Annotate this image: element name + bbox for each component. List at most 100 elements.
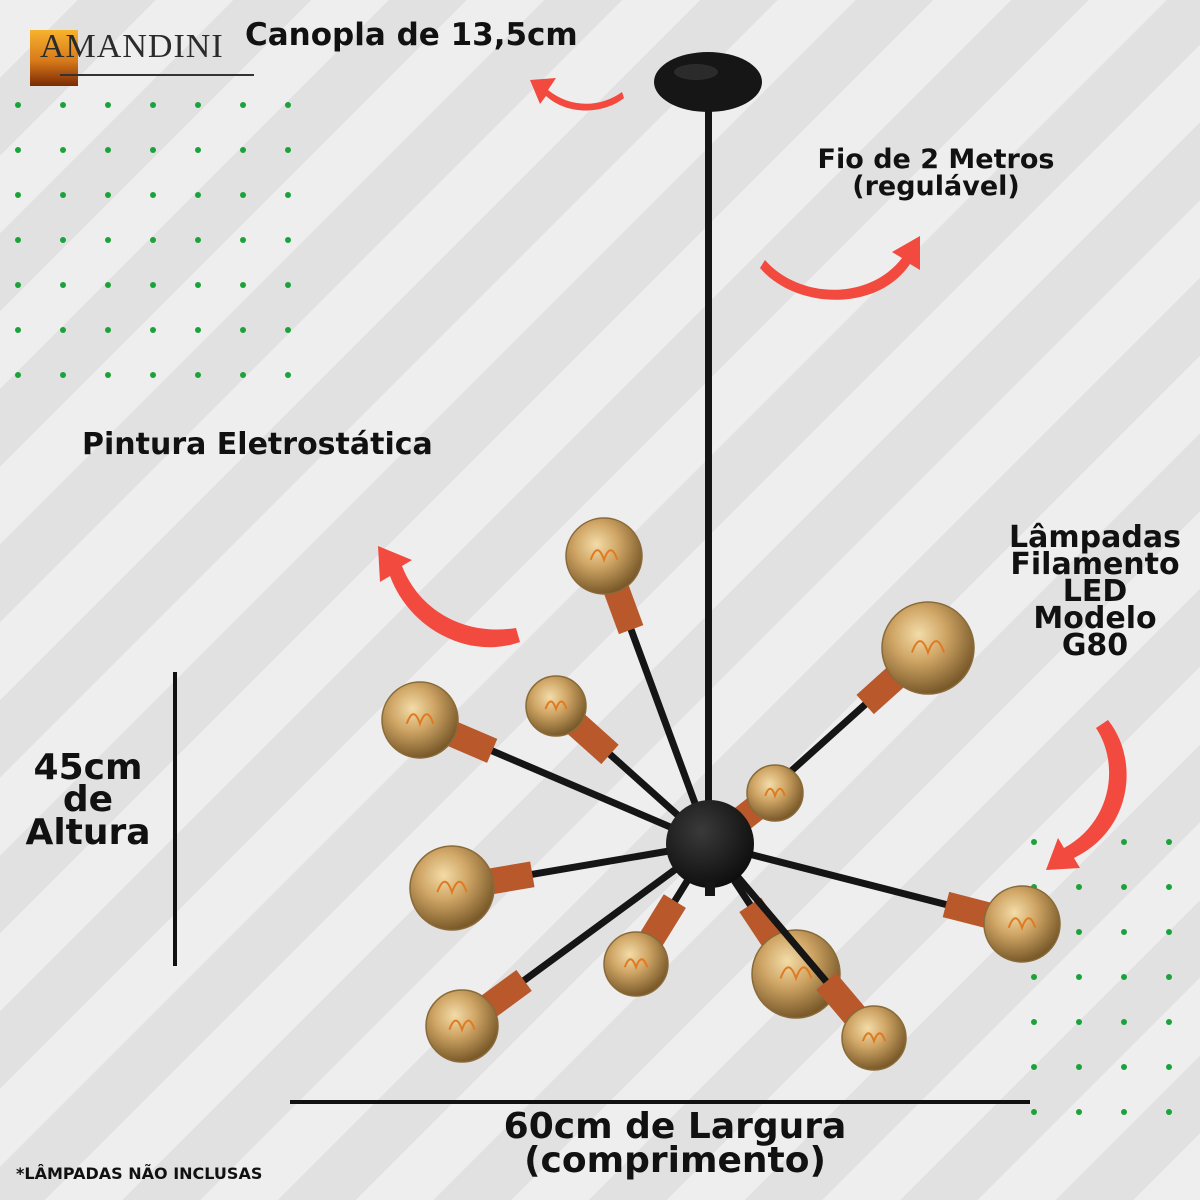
decorative-dot — [1166, 1064, 1172, 1070]
decorative-dot — [285, 282, 291, 288]
decorative-dot — [150, 147, 156, 153]
lamp-arm — [409, 840, 714, 931]
width-label: 60cm de Largura (comprimento) — [440, 1106, 910, 1182]
decorative-dot — [60, 102, 66, 108]
decorative-dot — [285, 147, 291, 153]
decorative-dot — [1076, 974, 1082, 980]
height-dimension-line — [173, 672, 177, 966]
decorative-dot — [1121, 1019, 1127, 1025]
logo-emblem — [30, 30, 78, 86]
arrow-canopy — [530, 78, 624, 111]
decorative-dot — [195, 282, 201, 288]
decorative-dot — [105, 282, 111, 288]
decorative-dot — [60, 372, 66, 378]
decorative-dot — [150, 282, 156, 288]
decorative-dot — [15, 282, 21, 288]
filament-bulb — [751, 929, 841, 1019]
decorative-dot — [240, 282, 246, 288]
decorative-dot — [1121, 1109, 1127, 1115]
decorative-dot — [105, 192, 111, 198]
bulb-filament — [448, 1019, 476, 1033]
decorative-dot — [285, 237, 291, 243]
decorative-dot — [285, 372, 291, 378]
decorative-dot — [285, 102, 291, 108]
decorative-dot — [1121, 929, 1127, 935]
decorative-dot — [15, 372, 21, 378]
filament-bulb — [603, 931, 669, 997]
decorative-dot — [285, 327, 291, 333]
arrow-wire — [760, 236, 920, 300]
decorative-dot — [15, 192, 21, 198]
canopy-label: Canopla de 13,5cm — [245, 17, 578, 53]
decorative-dot — [1076, 929, 1082, 935]
bulbs-label-line4: Modelo — [1033, 601, 1157, 636]
decorative-dot — [195, 192, 201, 198]
wire-label-line1: Fio de 2 Metros — [817, 144, 1055, 175]
decorative-dot — [105, 147, 111, 153]
bulb-filament — [623, 958, 649, 971]
bulb-filament — [405, 713, 435, 727]
bulb-filament — [779, 966, 813, 982]
decorative-dot — [105, 372, 111, 378]
filament-bulb — [381, 681, 459, 759]
decorative-dot — [285, 192, 291, 198]
filament-bulb — [525, 675, 587, 737]
decorative-dot — [1076, 1064, 1082, 1070]
decorative-dot — [1031, 1064, 1037, 1070]
decorative-dot — [1031, 839, 1037, 845]
brand-name: AMANDINI — [40, 28, 224, 65]
decorative-dot — [1166, 929, 1172, 935]
decorative-dot — [1121, 839, 1127, 845]
filament-bulb — [881, 601, 975, 695]
bulb-filament — [861, 1032, 887, 1045]
filament-bulb — [425, 989, 499, 1063]
decorative-dot — [1076, 884, 1082, 890]
width-dimension-line — [290, 1100, 1030, 1104]
paint-label: Pintura Eletrostática — [82, 427, 433, 462]
decorative-dot — [240, 147, 246, 153]
bulbs-label-line5: G80 — [1061, 628, 1129, 663]
logo-underline — [60, 74, 254, 76]
decorative-dot — [15, 327, 21, 333]
decorative-dot — [105, 327, 111, 333]
decorative-dot-grid-right — [1031, 839, 1172, 1115]
height-label-line3: Altura — [25, 811, 151, 853]
decorative-dot — [195, 327, 201, 333]
decorative-dot — [1166, 1019, 1172, 1025]
decorative-dot — [195, 147, 201, 153]
decorative-dot — [60, 327, 66, 333]
lamp-arm — [706, 840, 907, 1071]
arrow-bulbs — [1046, 720, 1127, 870]
bulb-filament — [589, 549, 619, 563]
bulb-filament — [1007, 917, 1037, 931]
central-hub — [666, 800, 754, 888]
height-label: 45cm de Altura — [10, 749, 166, 853]
height-label-line2: de — [62, 779, 114, 821]
bulb-filament — [910, 640, 946, 656]
bulbs-label-line2: Filamento — [1010, 547, 1180, 582]
decorative-dot — [150, 372, 156, 378]
decorative-dot — [1121, 884, 1127, 890]
decorative-dot — [150, 237, 156, 243]
decorative-dot — [1166, 839, 1172, 845]
decorative-dot — [195, 372, 201, 378]
decorative-dot — [1121, 974, 1127, 980]
decorative-dot — [1121, 1064, 1127, 1070]
decorative-dot — [15, 147, 21, 153]
wire-label: Fio de 2 Metros (regulável) — [800, 146, 1072, 200]
decorative-dot — [240, 372, 246, 378]
decorative-dot — [240, 237, 246, 243]
width-label-line1: 60cm de Largura — [503, 1106, 847, 1147]
decorative-dot — [195, 237, 201, 243]
filament-bulb — [565, 517, 643, 595]
decorative-dot — [60, 282, 66, 288]
decorative-dot — [240, 192, 246, 198]
filament-bulb — [841, 1005, 907, 1071]
decorative-dot — [105, 102, 111, 108]
decorative-dot — [240, 102, 246, 108]
decorative-dot — [60, 237, 66, 243]
decorative-dot — [15, 102, 21, 108]
width-label-line2: (comprimento) — [524, 1140, 826, 1182]
